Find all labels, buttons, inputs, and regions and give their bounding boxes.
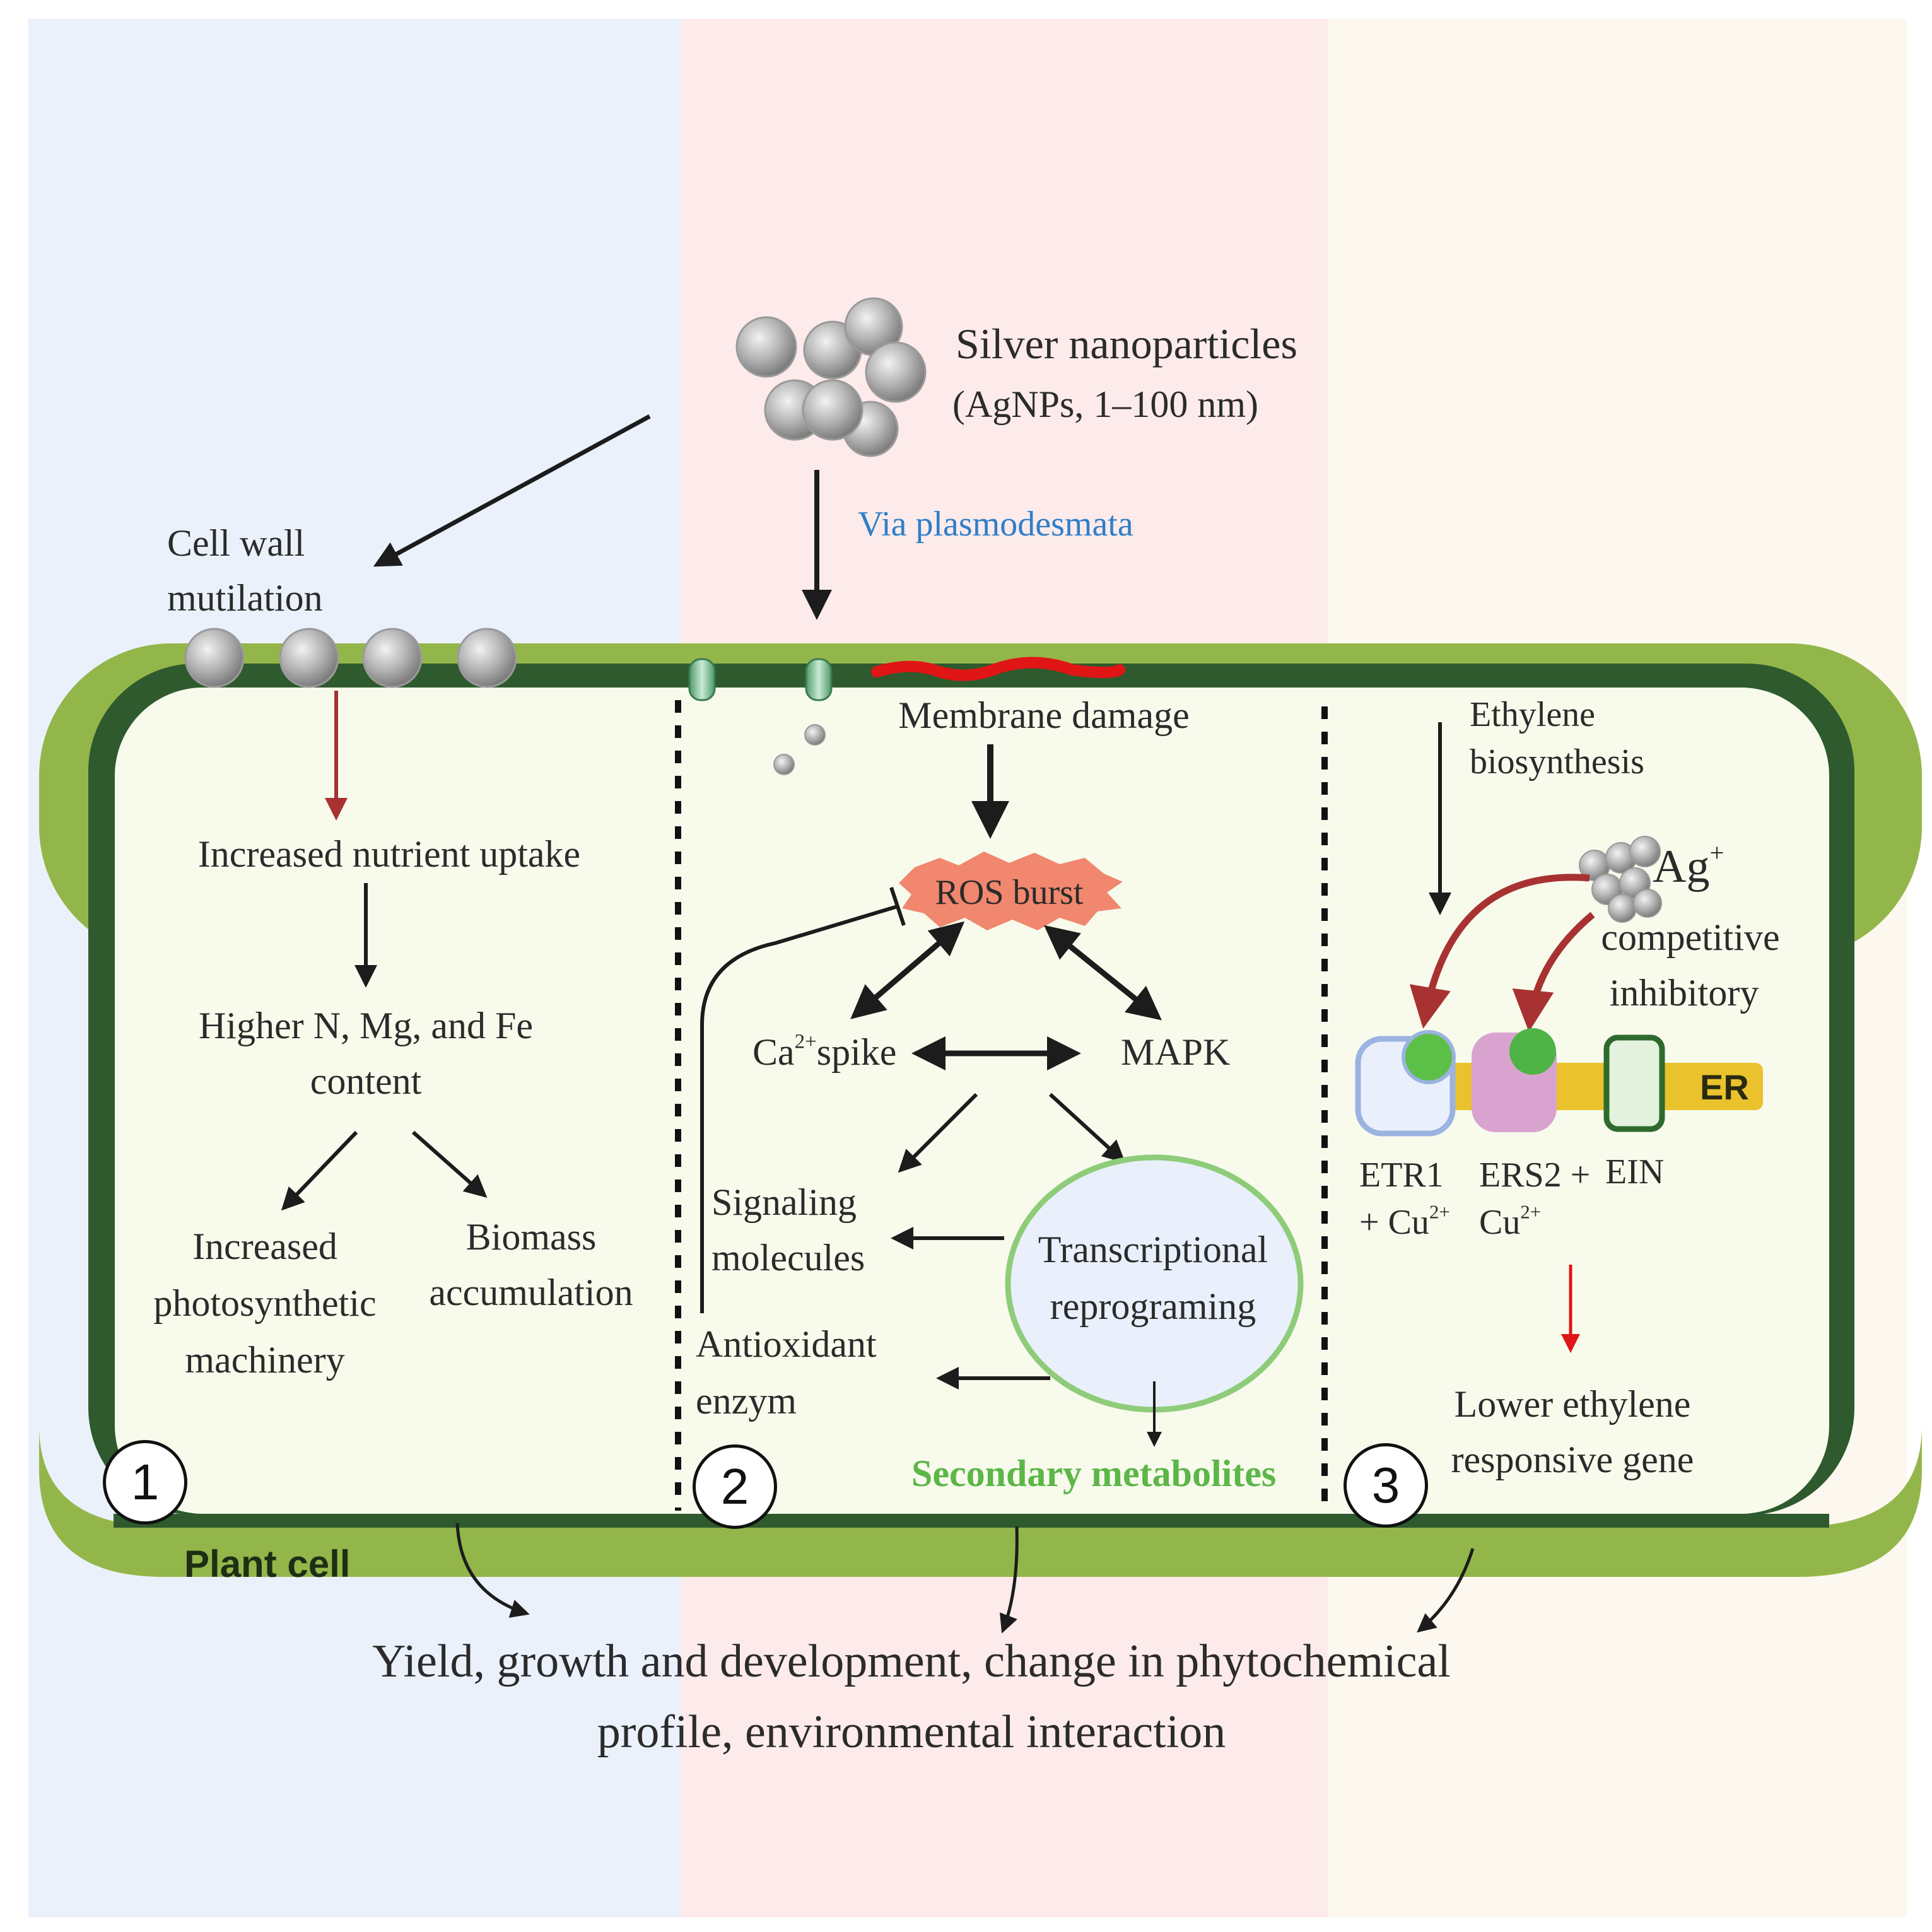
entry-route-label: Via plasmodesmata xyxy=(858,505,1133,544)
lower-ethylene-line2: responsive gene xyxy=(1451,1439,1694,1480)
plant-cell-label: Plant cell xyxy=(184,1543,351,1585)
antioxidant-line1: Antioxidant xyxy=(696,1323,877,1365)
arrow-ros-mapk xyxy=(1043,925,1162,1021)
membrane-bottom-line xyxy=(114,1514,1829,1528)
arrow-to-cell-wall xyxy=(373,414,651,567)
panel-1-number: 1 xyxy=(103,1440,187,1525)
calcium-spike-label: Ca2+spike xyxy=(752,1030,897,1073)
inhibition-arrow-to-ers2 xyxy=(1512,911,1595,1032)
arrow-outcome-3 xyxy=(1417,1548,1475,1633)
photosynthesis-line3: machinery xyxy=(185,1339,345,1381)
secondary-metabolites-label: Secondary metabolites xyxy=(911,1453,1277,1494)
photosynthesis-line2: photosynthetic xyxy=(153,1282,377,1324)
internal-particle-1 xyxy=(804,724,826,746)
ethylene-line1: Ethylene xyxy=(1470,695,1596,734)
ein-label: EIN xyxy=(1605,1152,1665,1191)
arrow-to-transcriptional xyxy=(1048,1092,1126,1164)
signaling-line1: Signaling xyxy=(711,1181,857,1223)
nanoparticles-title: Silver nanoparticles xyxy=(956,320,1297,368)
ers2-label: ERS2 + xyxy=(1479,1156,1591,1195)
arrow-to-biomass xyxy=(412,1130,488,1198)
nutrient-uptake-label: Increased nutrient uptake xyxy=(197,833,581,875)
ros-burst-label: ROS burst xyxy=(935,873,1084,912)
plasmodesma-channel-2 xyxy=(805,658,833,701)
inhibition-arrow-to-etr1 xyxy=(1409,874,1590,1029)
ers2-copper-site xyxy=(1509,1028,1556,1075)
arrow-to-photosynthesis xyxy=(281,1130,358,1211)
nanoparticles-size: (AgNPs, 1–100 nm) xyxy=(952,383,1259,425)
er-label: ER xyxy=(1700,1067,1749,1107)
arrow-ros-ca xyxy=(850,921,965,1019)
silver-ion-label: Ag+ xyxy=(1653,838,1724,893)
membrane-damage-mark xyxy=(871,657,1125,681)
biomass-line2: accumulation xyxy=(429,1272,633,1313)
photosynthesis-line1: Increased xyxy=(192,1226,337,1267)
antioxidant-line2: enzym xyxy=(696,1380,797,1422)
cell-wall-label: Cell wall xyxy=(167,522,305,564)
arrow-outcome-2 xyxy=(999,1526,1019,1634)
membrane-damage-label: Membrane damage xyxy=(898,694,1190,736)
mutilation-label: mutilation xyxy=(167,577,323,619)
transcriptional-line1: Transcriptional xyxy=(1038,1229,1268,1270)
etr1-label: ETR1 xyxy=(1359,1156,1444,1195)
ein-protein xyxy=(1603,1034,1665,1132)
competitive-line2: inhibitory xyxy=(1609,972,1759,1014)
inhibition-bar xyxy=(889,887,906,926)
transcriptional-line2: reprograming xyxy=(1050,1285,1256,1327)
cell-wall-particles xyxy=(184,628,517,688)
signaling-line2: molecules xyxy=(711,1237,865,1279)
inhibition-feedback-line xyxy=(700,905,898,1313)
biomass-line1: Biomass xyxy=(465,1216,597,1258)
ethylene-line2: biosynthesis xyxy=(1470,742,1644,782)
internal-particle-2 xyxy=(773,754,795,775)
lower-ethylene-line1: Lower ethylene xyxy=(1454,1383,1691,1425)
mapk-label: MAPK xyxy=(1121,1031,1231,1073)
cell-wall-bottom xyxy=(39,1426,1922,1577)
arrow-to-signaling xyxy=(898,1092,978,1173)
panel-2-number: 2 xyxy=(693,1444,777,1529)
competitive-line1: competitive xyxy=(1601,916,1780,958)
ers2-copper-label: Cu2+ xyxy=(1479,1201,1542,1242)
etr1-copper-site xyxy=(1402,1030,1456,1084)
nutrient-content-line2: content xyxy=(310,1060,422,1102)
ag-ion-cluster xyxy=(1579,836,1662,923)
nutrient-content-line1: Higher N, Mg, and Fe xyxy=(199,1005,533,1046)
panel-3-number: 3 xyxy=(1344,1443,1428,1528)
nanoparticle-cluster xyxy=(735,297,927,457)
etr1-copper-label: + Cu2+ xyxy=(1359,1201,1450,1242)
plasmodesma-channel-1 xyxy=(688,658,716,701)
ros-burst-shape xyxy=(899,852,1123,930)
arrow-outcome-1 xyxy=(455,1523,530,1618)
outcome-line1: Yield, growth and development, change in… xyxy=(372,1636,1451,1687)
outcome-line2: profile, environmental interaction xyxy=(597,1706,1226,1758)
